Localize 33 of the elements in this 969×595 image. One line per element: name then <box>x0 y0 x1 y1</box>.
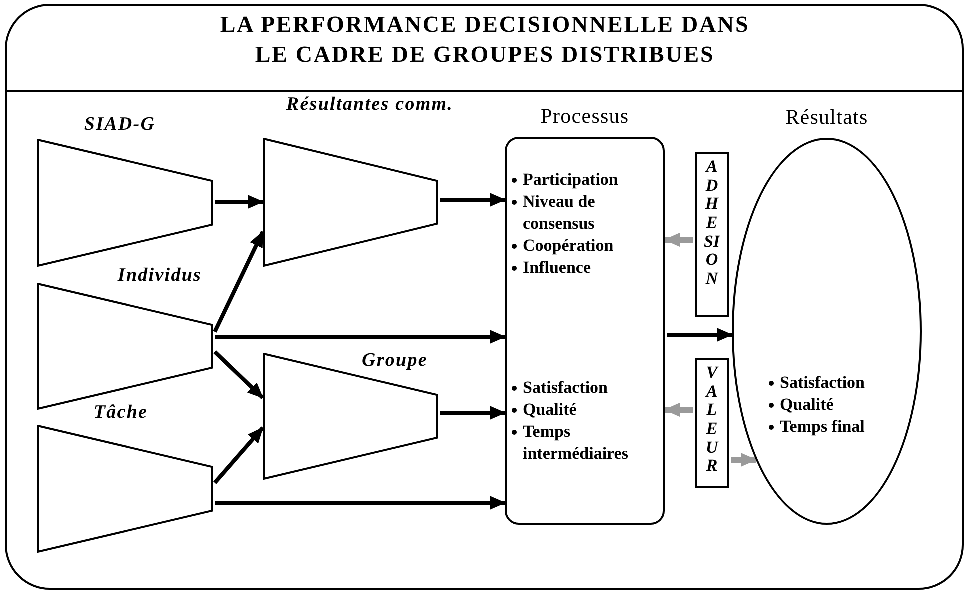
vertical-label-box: VALEUR <box>695 358 729 488</box>
heading: Processus <box>540 103 630 130</box>
vertical-label-box: ADHESION <box>695 152 729 317</box>
arrow <box>214 426 264 484</box>
heading: Résultats <box>784 104 870 131</box>
arrow <box>664 403 693 417</box>
list-item: Participation <box>523 169 618 191</box>
arrow <box>664 233 693 247</box>
list-item: Temps final <box>780 416 865 438</box>
block-label: Individus <box>116 266 204 286</box>
block-label: SIAD-G <box>83 115 157 135</box>
arrow <box>731 453 757 467</box>
trapezoid-shape <box>263 353 438 480</box>
list-item: Qualité <box>780 394 834 416</box>
arrow <box>215 496 506 510</box>
arrow <box>215 330 506 344</box>
list-item: Influence <box>523 257 591 280</box>
list-item: Coopération <box>523 235 614 258</box>
list-item: Satisfaction <box>780 372 865 394</box>
block-label: Résultantes comm. <box>285 95 455 115</box>
block-label: Groupe <box>361 351 429 371</box>
title: LA PERFORMANCE DECISIONNELLE DANS LE CADRE DE GROUPES DISTRIBUES <box>219 11 751 69</box>
block-label: Tâche <box>92 403 150 423</box>
arrow <box>667 328 734 342</box>
list-item: Niveau de consensus <box>523 191 596 236</box>
list-item: Qualité <box>523 399 577 422</box>
arrow <box>440 193 506 207</box>
arrow <box>213 231 265 333</box>
arrow <box>214 350 264 400</box>
arrow <box>440 406 506 420</box>
list-item: Satisfaction <box>523 377 608 399</box>
list-item: Temps intermédiaires <box>523 421 630 466</box>
arrow <box>215 195 264 209</box>
